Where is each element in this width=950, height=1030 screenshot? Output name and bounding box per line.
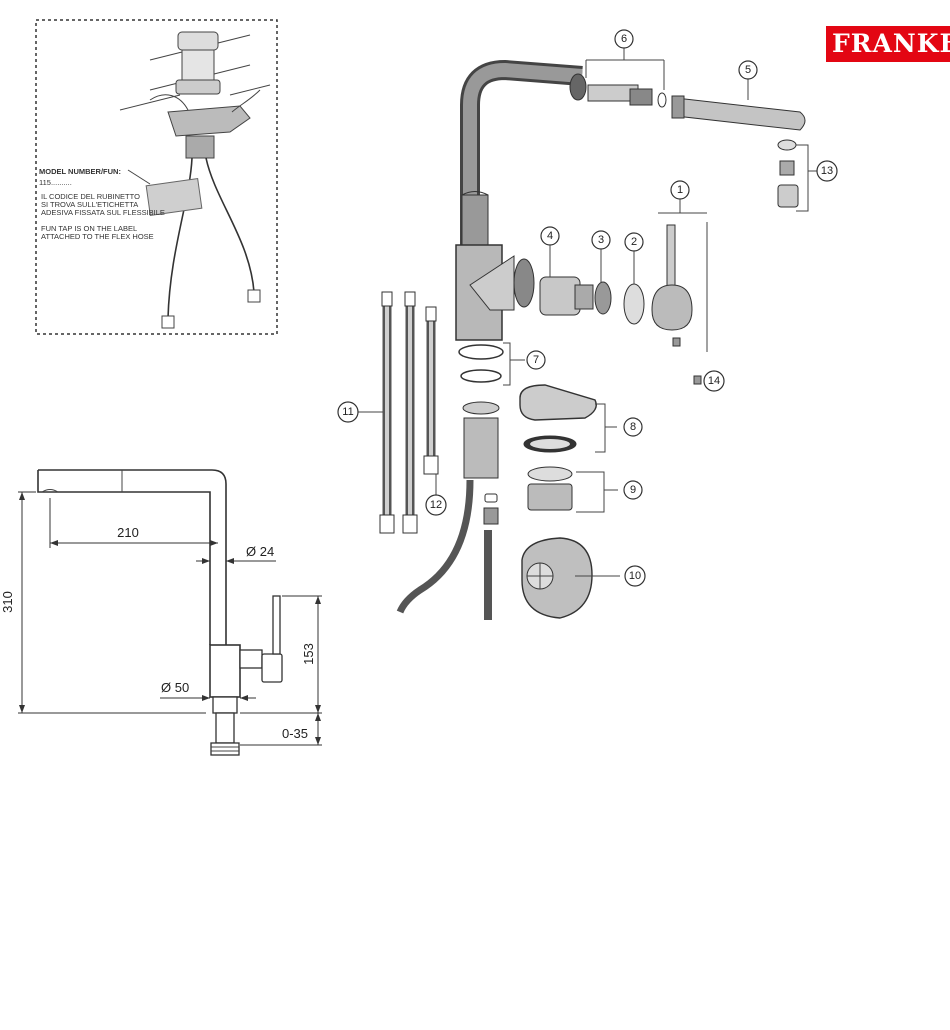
callout-12: 12: [426, 495, 446, 515]
callout-7: 7: [527, 351, 545, 369]
svg-text:10: 10: [629, 570, 641, 582]
callout-4: 4: [541, 227, 559, 245]
svg-text:11: 11: [342, 406, 353, 418]
model-number-label: MODEL NUMBER/FUN:: [39, 167, 121, 176]
callout-13: 13: [817, 161, 837, 181]
callout-2: 2: [625, 233, 643, 251]
model-label-inset: MODEL NUMBER/FUN: 115.......... IL CODIC…: [36, 20, 277, 334]
svg-text:7: 7: [533, 354, 539, 366]
dim-lever-height: 153: [301, 643, 316, 665]
svg-text:12: 12: [430, 499, 442, 511]
dim-base-diameter: Ø 50: [161, 680, 189, 695]
svg-text:6: 6: [621, 33, 627, 45]
dimension-drawing: 310 210 Ø 24 153 Ø 50 0-35: [0, 470, 322, 755]
english-note-line-2: ATTACHED TO THE FLEX HOSE: [41, 232, 154, 241]
svg-text:8: 8: [630, 421, 636, 433]
italian-note-line-3: ADESIVA FISSATA SUL FLESSIBILE: [41, 208, 165, 217]
callout-11: 11: [338, 402, 358, 422]
exploded-view: [358, 48, 817, 620]
svg-text:13: 13: [821, 165, 833, 177]
callout-14: 14: [704, 371, 724, 391]
model-number-value: 115..........: [39, 178, 72, 187]
svg-text:5: 5: [745, 64, 751, 76]
svg-text:9: 9: [630, 484, 636, 496]
callout-6: 6: [615, 30, 633, 48]
dim-spout-diameter: Ø 24: [246, 544, 274, 559]
callout-8: 8: [624, 418, 642, 436]
callout-5: 5: [739, 61, 757, 79]
dim-deck-thickness: 0-35: [282, 726, 308, 741]
callout-9: 9: [624, 481, 642, 499]
callout-1: 1: [671, 181, 689, 199]
callout-10: 10: [625, 566, 645, 586]
callout-3: 3: [592, 231, 610, 249]
svg-text:2: 2: [631, 236, 637, 248]
svg-text:1: 1: [677, 184, 683, 196]
svg-text:3: 3: [598, 234, 604, 246]
dim-total-height: 310: [0, 591, 15, 613]
svg-text:4: 4: [547, 230, 553, 242]
svg-text:14: 14: [708, 375, 720, 387]
dim-spout-reach: 210: [117, 525, 139, 540]
